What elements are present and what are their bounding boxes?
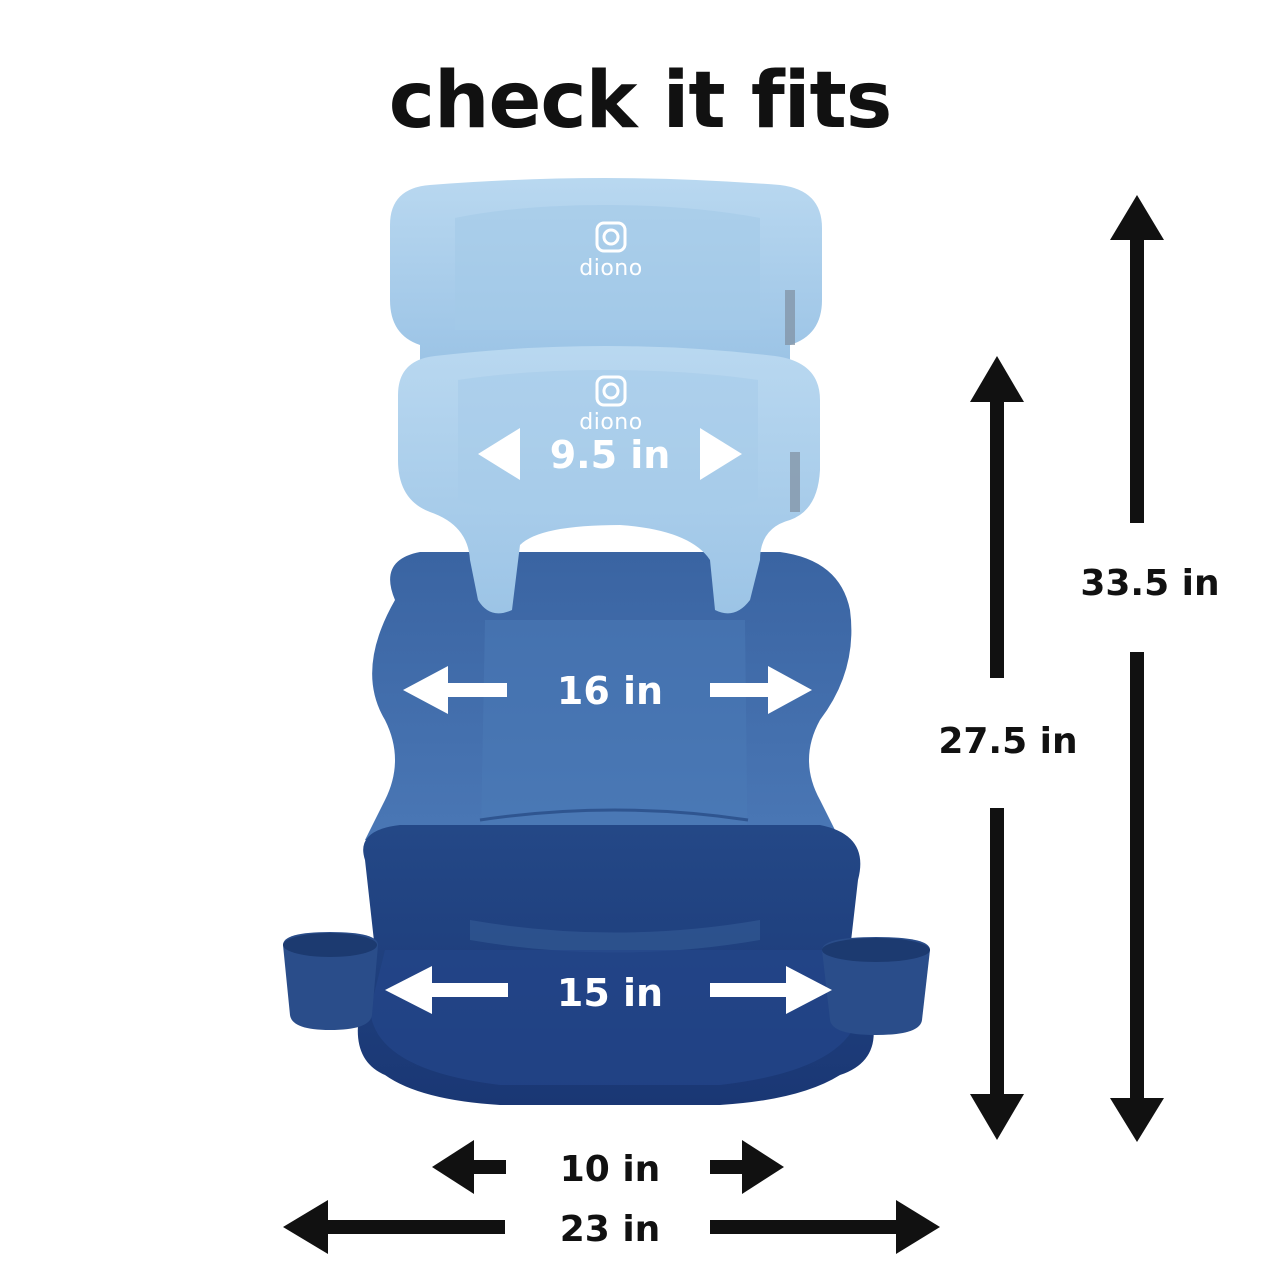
- back-width-arrows: [403, 666, 812, 714]
- overall-width-label: 23 in: [559, 1209, 661, 1250]
- brand-name-lower: diono: [579, 410, 643, 435]
- seat-width-label: 15 in: [556, 971, 664, 1015]
- booster-base: [357, 825, 874, 1105]
- overall-width-arrows: [283, 1200, 940, 1254]
- height-max-arrows: [1110, 195, 1164, 1142]
- base-depth-label: 10 in: [559, 1149, 661, 1190]
- back-width-label: 16 in: [556, 669, 664, 713]
- headrest-extended: [390, 178, 822, 360]
- height-max-label: 33.5 in: [1080, 563, 1220, 604]
- diono-logo-icon: [595, 221, 627, 407]
- cup-holder-left: [283, 932, 378, 1030]
- seat-width-arrows: [385, 966, 832, 1014]
- cup-holder-right: [822, 937, 930, 1035]
- headrest-width-label: 9.5 in: [549, 433, 671, 477]
- height-min-arrows: [970, 356, 1024, 1140]
- height-min-label: 27.5 in: [938, 721, 1078, 762]
- base-depth-arrows: [432, 1140, 784, 1194]
- headrest-width-arrows: [478, 428, 742, 480]
- page-title: check it fits: [388, 56, 893, 146]
- headrest-current: [398, 346, 820, 614]
- brand-name-upper: diono: [579, 256, 643, 281]
